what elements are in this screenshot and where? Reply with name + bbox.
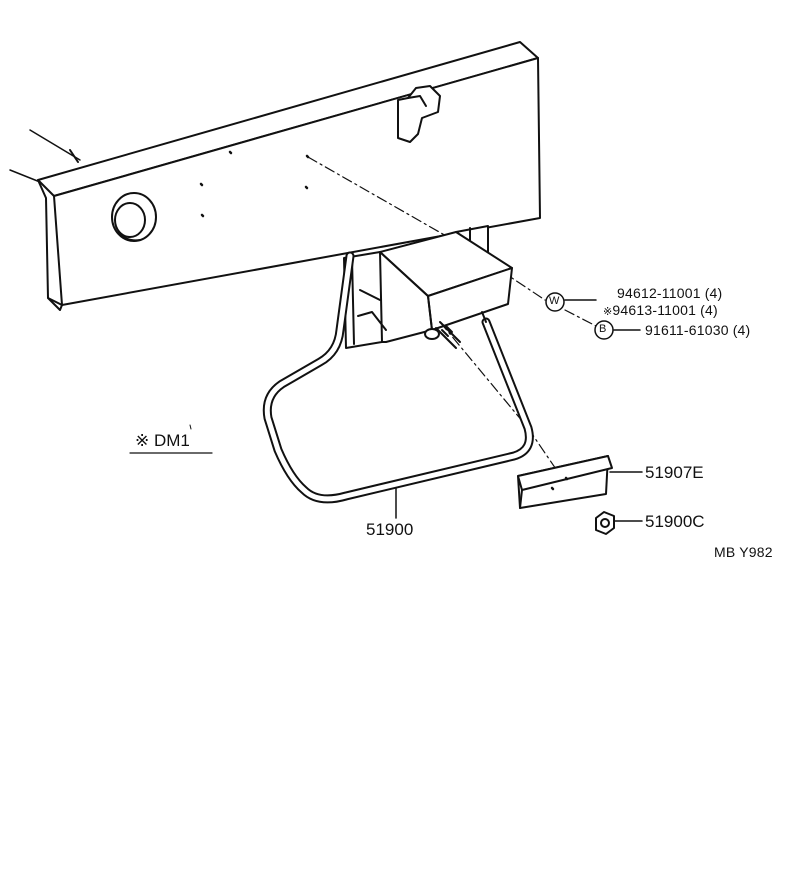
- bracket-part-label: 51907E: [645, 463, 704, 482]
- carrier-part-label: 51900: [366, 520, 414, 539]
- bolt-part-number: 91611-61030: [645, 322, 729, 338]
- nut-51900c: [595, 511, 643, 535]
- alt-mark: ※: [603, 306, 613, 318]
- carrier-bracket: [343, 225, 513, 349]
- frame-holes: [199, 150, 310, 218]
- washer-alt-part-number: 94613-11001: [612, 302, 697, 318]
- washer-symbol: W: [549, 295, 560, 307]
- bolt-quantity: (4): [732, 322, 751, 338]
- washer-callout: [545, 292, 597, 312]
- frame-hook: [397, 85, 441, 143]
- diagram-code: MB Y982: [714, 544, 773, 560]
- nut-part-label: 51900C: [645, 512, 705, 531]
- washer-part-label: 94612-11001(4): [617, 286, 722, 300]
- carrier-hoop: [262, 251, 534, 519]
- washer-alt-part-label: ※94613-11001(4): [603, 303, 718, 318]
- washer-part-number: 94612-11001: [617, 285, 701, 301]
- bolt-part-label: 91611-61030(4): [645, 323, 750, 337]
- frame-plug: [111, 192, 157, 242]
- frame-rail: [9, 41, 541, 311]
- variant-note: ※ DM1: [135, 431, 190, 450]
- washer-alt-quantity: (4): [700, 302, 718, 318]
- bracket-51907e: [517, 455, 643, 509]
- washer-quantity: (4): [704, 285, 723, 301]
- speck: [189, 424, 192, 430]
- bolt-callout: [594, 320, 641, 340]
- bolt-symbol: B: [599, 323, 607, 335]
- stud-bolt: [424, 321, 461, 349]
